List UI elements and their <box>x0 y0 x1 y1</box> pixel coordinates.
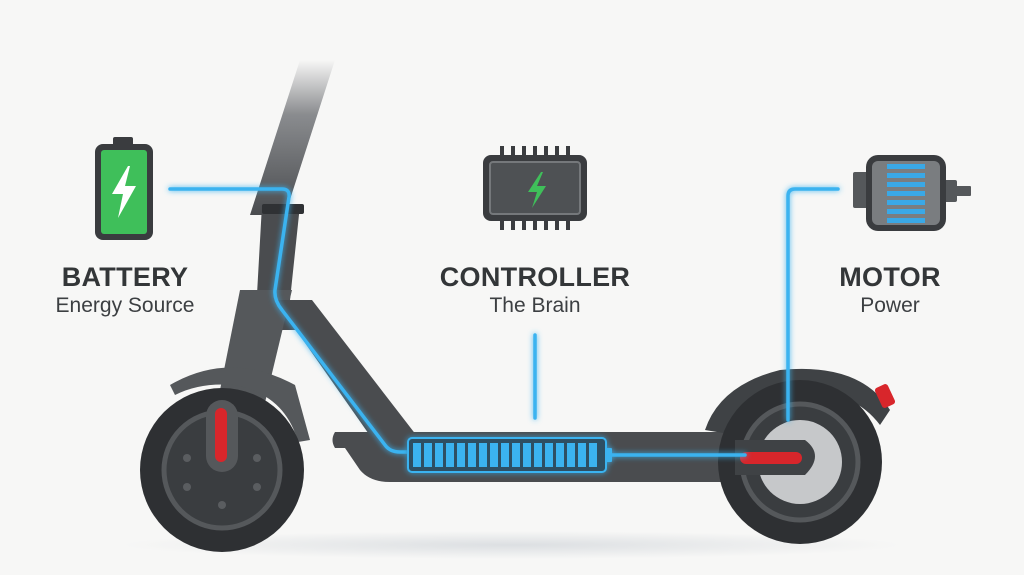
battery-title: BATTERY <box>61 262 189 292</box>
motor-title: MOTOR <box>839 262 941 292</box>
controller-label: CONTROLLER The Brain <box>420 262 650 320</box>
power-wires <box>168 187 840 457</box>
front-fender <box>170 367 310 442</box>
battery-icon <box>95 137 153 240</box>
controller-title: CONTROLLER <box>439 262 631 292</box>
deck-battery-cells <box>413 443 597 467</box>
chip-icon <box>483 146 587 230</box>
wire-battery-to-stem <box>168 187 412 454</box>
motor-icon <box>853 155 971 231</box>
battery-subtitle: Energy Source <box>55 294 195 317</box>
wire-motor-down <box>786 187 840 422</box>
motor-label: MOTOR Power <box>830 262 950 320</box>
deck-battery-pack <box>407 437 612 473</box>
scooter-stem <box>250 60 335 215</box>
stem-collar <box>262 204 304 214</box>
rear-fender <box>705 368 890 435</box>
ground-shadow <box>122 531 902 559</box>
battery-label: BATTERY Energy Source <box>40 262 210 320</box>
motor-subtitle: Power <box>860 294 920 317</box>
down-tube <box>275 300 420 450</box>
controller-subtitle: The Brain <box>489 294 581 317</box>
rear-axle-reflector <box>740 452 802 464</box>
rear-reflector <box>874 384 896 408</box>
front-reflector <box>215 408 227 462</box>
